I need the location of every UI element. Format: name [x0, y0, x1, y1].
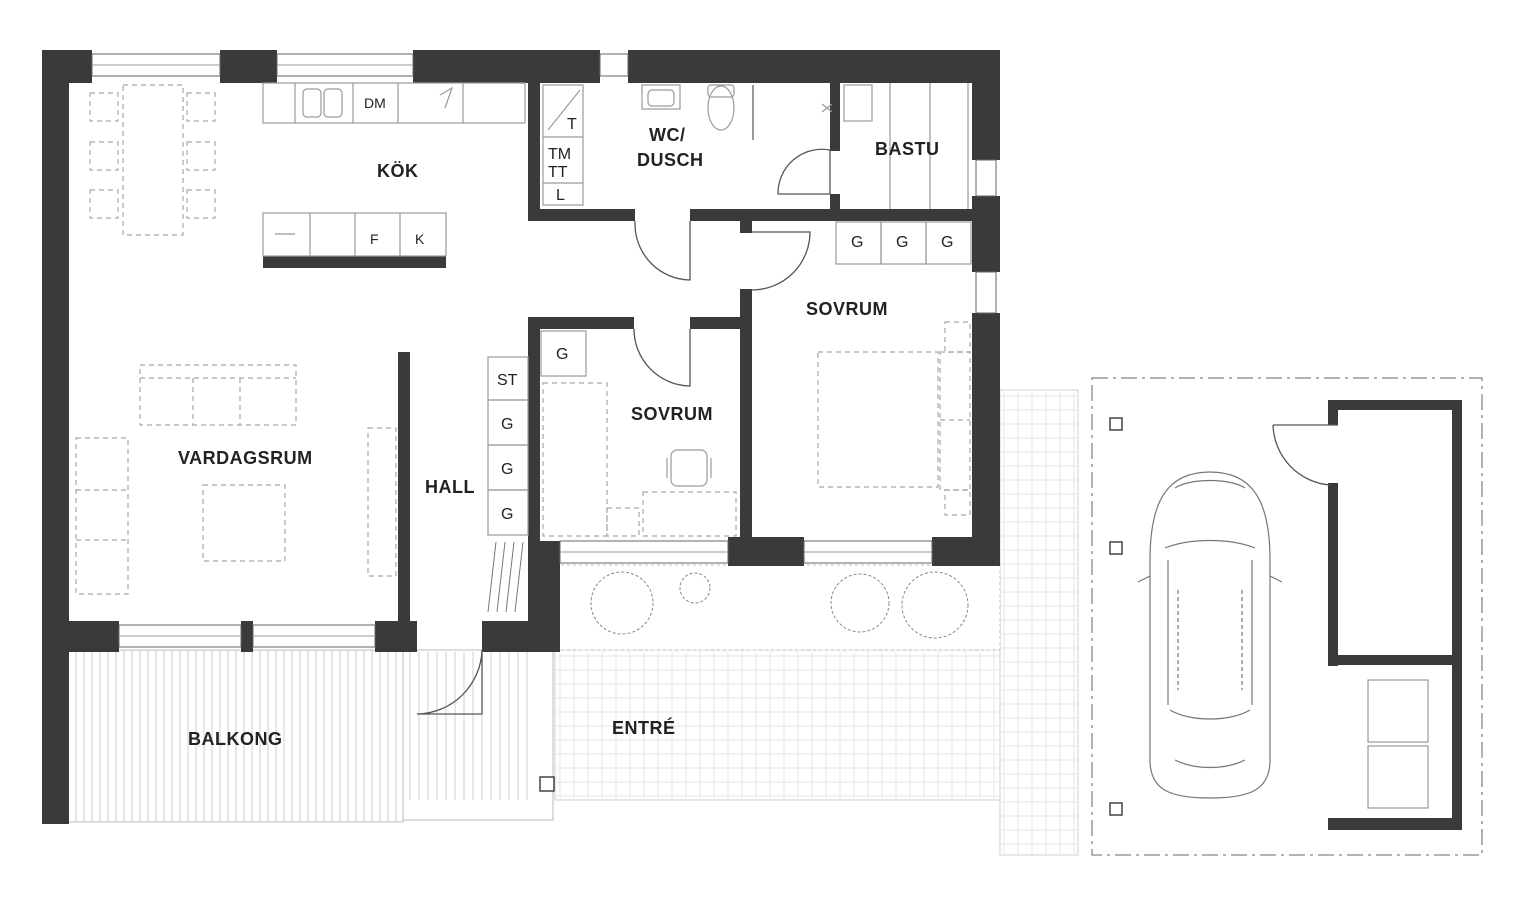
wardrobe-g-1: G [851, 234, 863, 251]
fridge-label: F [370, 231, 379, 247]
room-label-sovrum-2: SOVRUM [806, 299, 888, 319]
laundry-column [542, 84, 584, 206]
entrance-steps [402, 649, 555, 821]
hall-wardrobes [487, 356, 529, 613]
wardrobe-g-3: G [941, 234, 953, 251]
wardrobe-g-4: G [556, 346, 568, 363]
hall-st-label: ST [497, 372, 518, 389]
car-icon [1137, 471, 1283, 799]
walls [42, 50, 1000, 824]
windows [91, 53, 997, 648]
sauna-benches [821, 83, 969, 209]
wardrobe-g-2: G [896, 234, 908, 251]
wc-fixtures [641, 84, 754, 140]
room-label-hall: HALL [425, 477, 475, 497]
wardrobe-sovrum-2 [835, 221, 972, 265]
laundry-l-label: L [556, 187, 565, 204]
room-label-balkong: BALKONG [188, 729, 283, 749]
room-label-kok: KÖK [377, 161, 419, 181]
tm-label: TM [548, 146, 571, 163]
kitchen-counter [262, 82, 526, 257]
room-label-entre: ENTRÉ [612, 717, 676, 738]
planter [554, 564, 1001, 651]
single-bed [542, 382, 737, 537]
entrance-paving [554, 389, 1079, 856]
room-label-dusch: DUSCH [637, 150, 704, 170]
dryer-label: T [567, 116, 577, 133]
balcony-decking [67, 649, 404, 823]
hall-g-1: G [501, 416, 513, 433]
dining-table [89, 84, 216, 236]
doors [416, 148, 831, 715]
double-bed [817, 321, 971, 516]
freezer-label: K [415, 231, 425, 247]
desk-chair-icon [666, 449, 712, 487]
room-label-vardagsrum: VARDAGSRUM [178, 448, 313, 468]
carport [1091, 377, 1483, 856]
room-label-wc: WC/ [649, 125, 686, 145]
room-label-bastu: BASTU [875, 139, 940, 159]
tt-label: TT [548, 164, 568, 181]
room-label-sovrum-1: SOVRUM [631, 404, 713, 424]
dishwasher-label: DM [364, 95, 386, 111]
hall-g-3: G [501, 506, 513, 523]
hall-g-2: G [501, 461, 513, 478]
living-room-furniture [75, 364, 397, 595]
wardrobe-sovrum-1 [540, 330, 587, 377]
